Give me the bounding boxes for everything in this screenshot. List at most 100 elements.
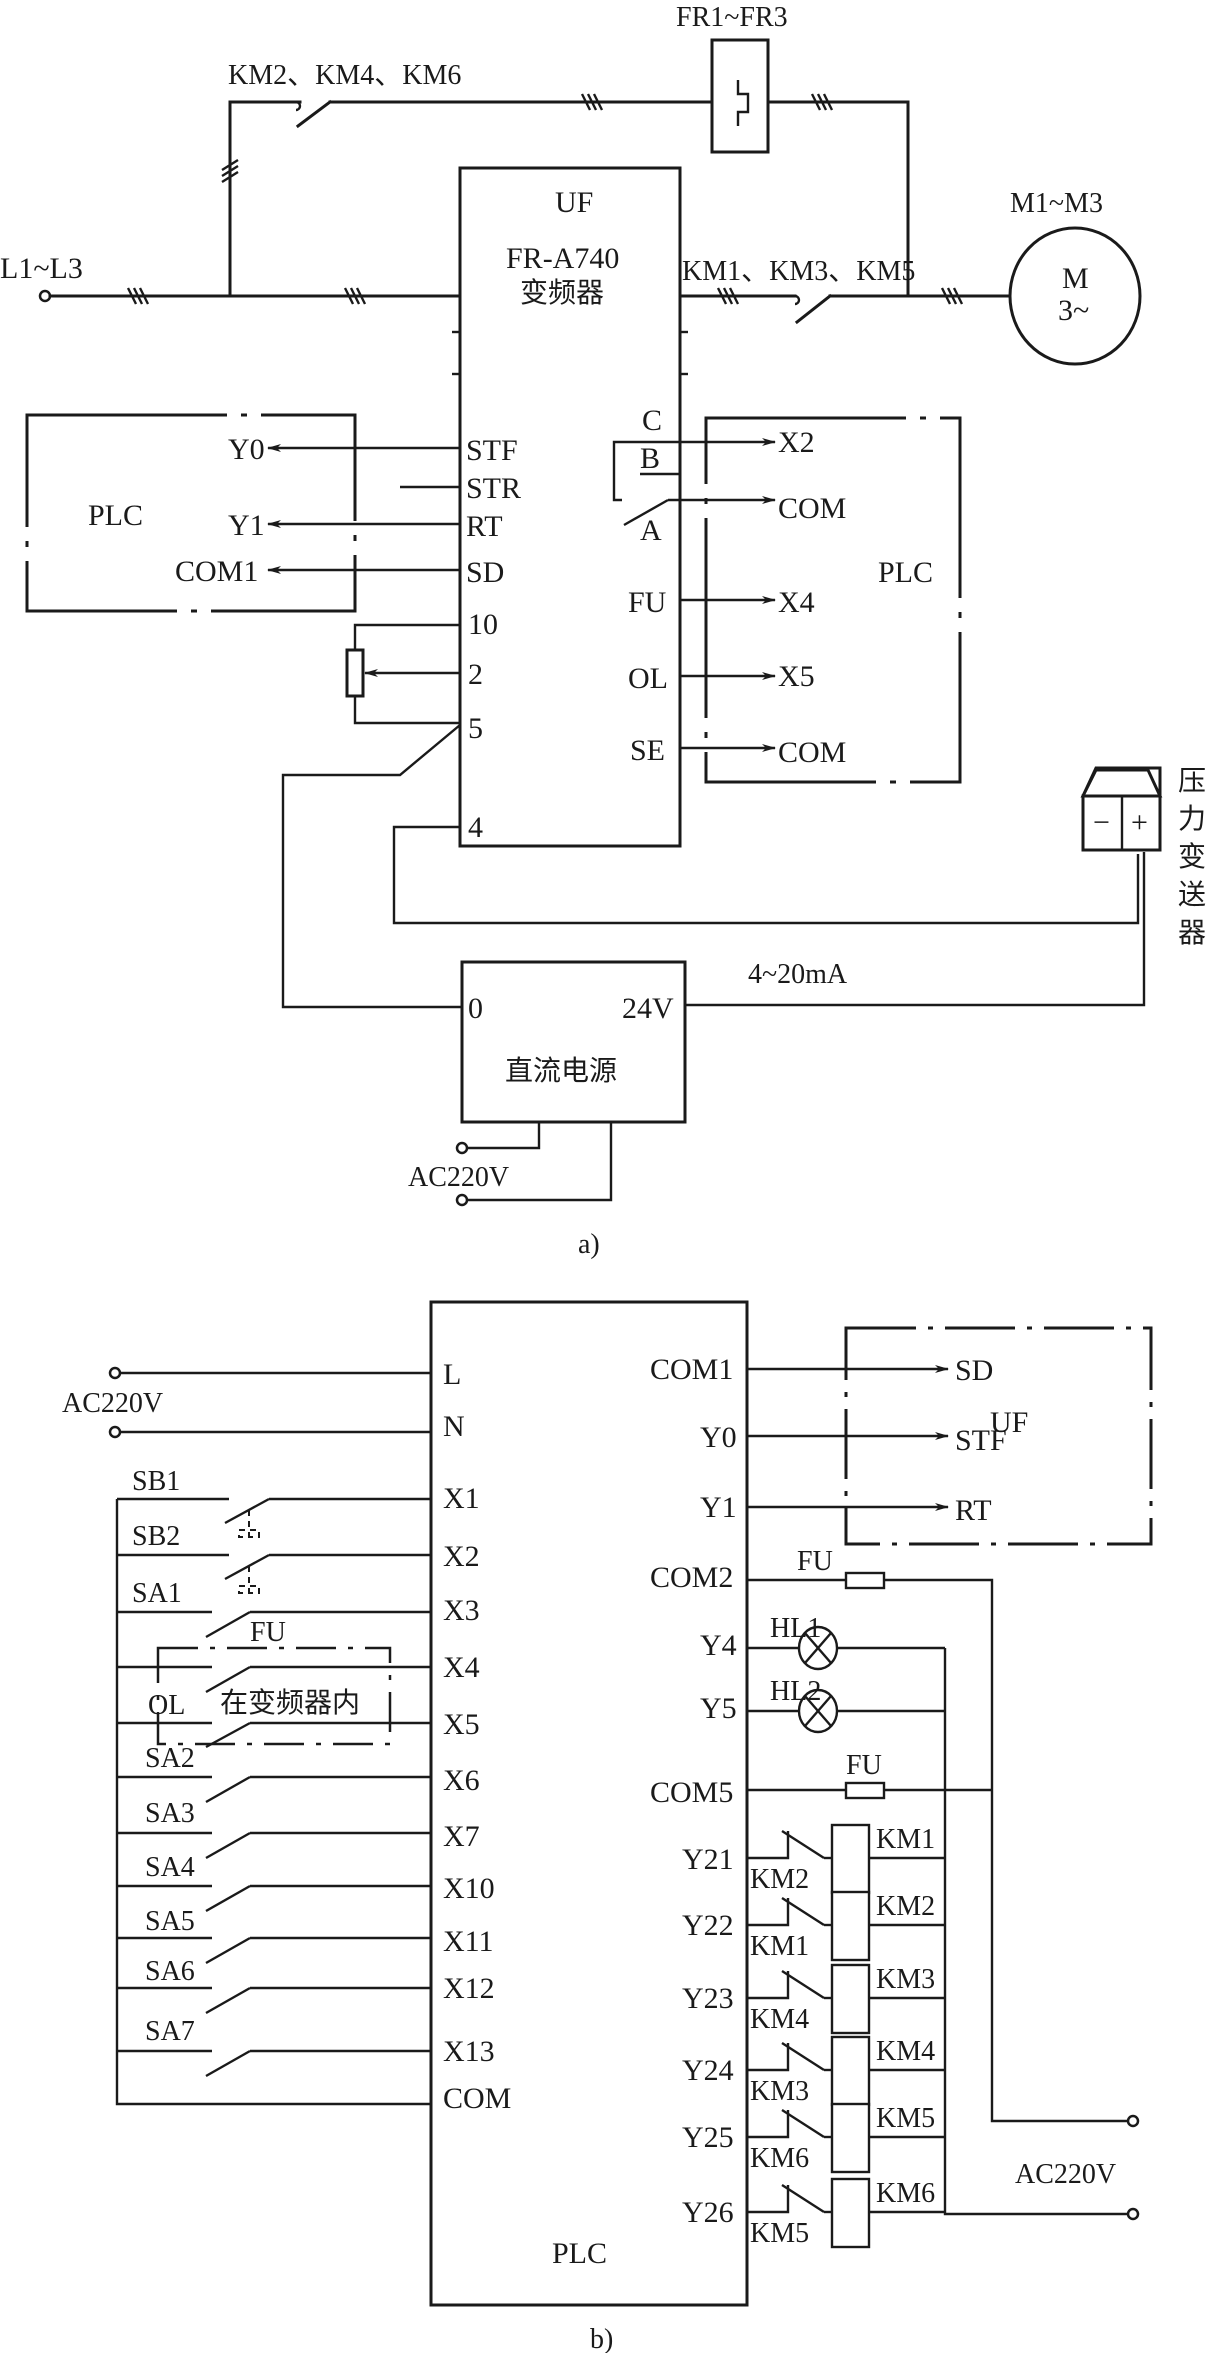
switch-label-sa5: SA5 (145, 1906, 195, 1937)
dc-terminal-0: 0 (468, 992, 483, 1025)
switch-sa7[interactable] (205, 2049, 251, 2078)
transmitter-cap (1080, 768, 1163, 798)
plc-box[interactable] (429, 1300, 749, 2307)
terminal-y24: Y24 (682, 2054, 734, 2087)
contactor-coil[interactable] (830, 1823, 871, 1895)
interlock-label: KM4 (750, 2004, 809, 2035)
pushbutton-actuator-icon (238, 1566, 260, 1594)
plc-right-terminal-x2: X2 (778, 426, 815, 459)
terminal-com1: COM1 (650, 1353, 733, 1386)
thermal-relay[interactable] (710, 38, 770, 154)
terminal-y22: Y22 (682, 1909, 734, 1942)
switch-sa2[interactable] (205, 1775, 251, 1804)
dc-power-supply[interactable] (460, 960, 687, 1124)
terminal-x11: X11 (443, 1925, 494, 1958)
interlock-wire (747, 1898, 790, 1927)
interlock-contact[interactable] (781, 1969, 825, 2000)
relay-contact-a[interactable] (623, 498, 669, 527)
inv-terminal-se: SE (630, 734, 665, 767)
dc-terminal-24v: 24V (622, 992, 674, 1025)
dc-ac-terminal-2 (455, 1193, 469, 1207)
pot-wire-5 (353, 696, 460, 725)
interlock-contact[interactable] (781, 2041, 825, 2072)
lamp-label-hl2: HL2 (770, 1676, 821, 1707)
interlock-contact[interactable] (781, 1896, 825, 1927)
contactor-coil[interactable] (830, 1963, 871, 2035)
output-contactor-switch[interactable] (794, 293, 833, 325)
fuse-label-com5: FU (846, 1750, 882, 1781)
input-switches: SB1 SB2 SA1 FU OL 在变频器内 (117, 1466, 431, 2078)
switch-label-sb2: SB2 (132, 1521, 180, 1552)
contactor-coil[interactable] (830, 1890, 871, 1962)
switch-label-sa4: SA4 (145, 1852, 195, 1883)
motor-symbol[interactable] (1008, 226, 1142, 366)
contactor-coil[interactable] (830, 2102, 871, 2174)
transmitter-label-char-2: 力 (1178, 802, 1206, 835)
terminal-x3: X3 (443, 1594, 480, 1627)
bypass-wire-3 (766, 100, 910, 298)
bypass-contactor-switch[interactable] (295, 99, 333, 129)
wire-24v-to-transmitter (685, 852, 1146, 1007)
contact-fu[interactable] (205, 1665, 251, 1694)
inv-terminal-ol: OL (628, 662, 668, 695)
fuse-com5[interactable] (844, 1781, 886, 1800)
line-input-label: L1~L3 (0, 252, 83, 285)
switch-sa6[interactable] (205, 1986, 251, 2015)
ac-output-terminal-2 (1126, 2207, 1140, 2221)
terminal-y0: Y0 (700, 1421, 737, 1454)
interlock-contact[interactable] (781, 2183, 825, 2214)
terminal-com2: COM2 (650, 1561, 733, 1594)
fuse-com2[interactable] (844, 1571, 886, 1590)
coil-label: KM1 (876, 1824, 935, 1855)
plc-right-terminal-x4: X4 (778, 586, 815, 619)
three-phase-mark (221, 158, 239, 184)
terminal-y21: Y21 (682, 1843, 734, 1876)
lamp-hl1[interactable] (797, 1625, 839, 1671)
terminal-y5: Y5 (700, 1692, 737, 1725)
interlock-label: KM5 (750, 2218, 809, 2249)
relay-contact-wire (612, 440, 680, 502)
interlock-contact[interactable] (781, 1829, 825, 1860)
switch-label-sa7: SA7 (145, 2016, 195, 2047)
switch-label-sa2: SA2 (145, 1743, 195, 1774)
contactor-coil[interactable] (830, 2177, 871, 2249)
transmitter-label-char-5: 器 (1178, 916, 1206, 949)
plc-right-box[interactable] (704, 416, 962, 784)
plc-left-terminal-com1: COM1 (175, 555, 258, 588)
switch-sa1[interactable] (205, 1610, 251, 1639)
switch-sa5[interactable] (205, 1936, 251, 1965)
uf-terminal-rt: RT (955, 1494, 992, 1527)
lamp-hl2[interactable] (797, 1688, 839, 1734)
switch-sa4[interactable] (205, 1884, 251, 1913)
plc-left-box[interactable] (25, 413, 357, 613)
plc-left-terminal-y0: Y0 (228, 433, 265, 466)
switch-sb1[interactable] (224, 1497, 270, 1525)
switch-sa3[interactable] (205, 1831, 251, 1860)
plc-right-terminal-com: COM (778, 492, 846, 525)
terminal-com5: COM5 (650, 1776, 733, 1809)
contactor-coil[interactable] (830, 2035, 871, 2107)
inverter-box[interactable] (458, 166, 682, 848)
signal-range-label: 4~20mA (748, 959, 848, 990)
interlock-wire (747, 2185, 790, 2214)
coil-label: KM3 (876, 1964, 935, 1995)
uf-name: UF (990, 1406, 1028, 1439)
switch-sb2[interactable] (224, 1553, 270, 1581)
inv-terminal-stf: STF (466, 434, 518, 467)
plc-right-terminal-com-2: COM (778, 736, 846, 769)
interlock-contact[interactable] (781, 2108, 825, 2139)
inverter-tag: UF (555, 186, 593, 219)
plc-right-terminal-x5: X5 (778, 660, 815, 693)
dc-ac-wire-1 (467, 1122, 541, 1150)
ac-input-terminal-n (108, 1425, 122, 1439)
pot-wire-10 (353, 623, 460, 650)
motor-phase: 3~ (1058, 294, 1089, 327)
ac-output-label: AC220V (1015, 2159, 1116, 2190)
potentiometer[interactable] (345, 648, 365, 698)
switch-label-sa1: SA1 (132, 1578, 182, 1609)
